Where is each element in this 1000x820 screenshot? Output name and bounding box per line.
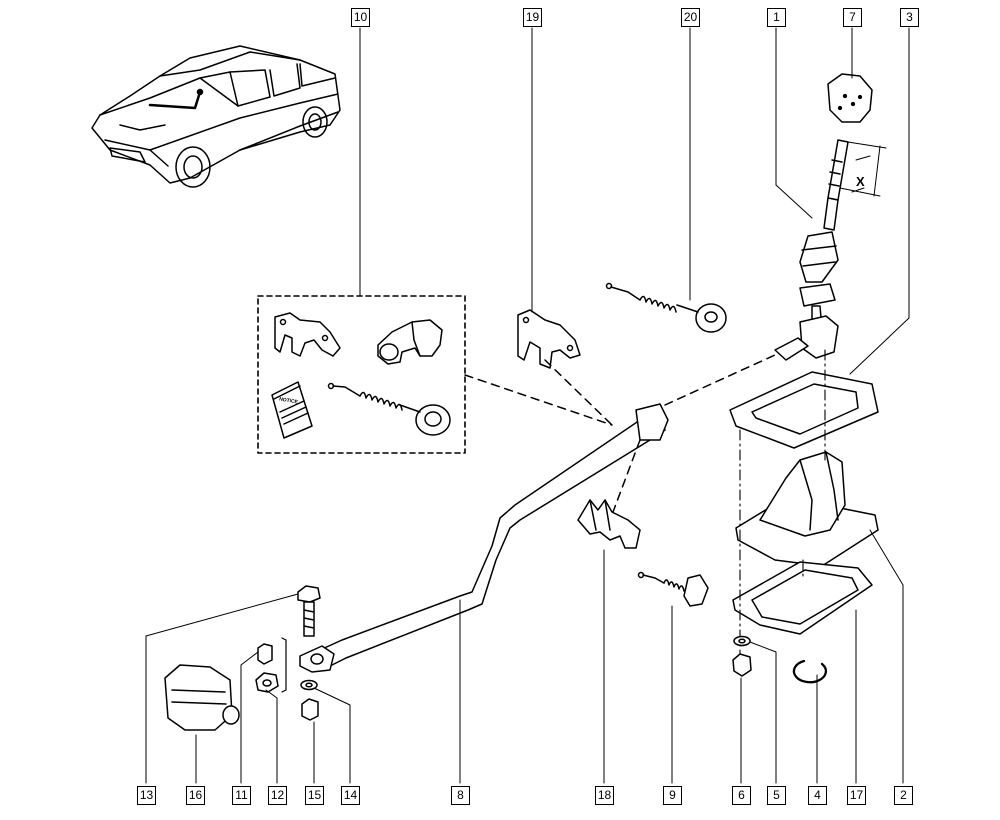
nut-6: [732, 653, 752, 677]
callout-6[interactable]: 6: [732, 786, 751, 805]
rod-to-lever-leader: [664, 354, 776, 406]
part19-leader: [544, 359, 613, 426]
callout-20[interactable]: 20: [681, 8, 700, 27]
callout-14[interactable]: 14: [341, 786, 360, 805]
kit-leader-line: [464, 374, 613, 426]
callout-18[interactable]: 18: [595, 786, 614, 805]
washer-5: [733, 635, 751, 647]
part19-bracket: [517, 309, 581, 369]
gearshift-rod: [299, 403, 669, 673]
callout-16[interactable]: 16: [186, 786, 205, 805]
nut-12: [255, 672, 279, 693]
dimension-x-marker: [839, 141, 887, 197]
part20-spring: [605, 282, 727, 333]
callout-5[interactable]: 5: [767, 786, 786, 805]
nut-11: [257, 643, 273, 665]
circlip-4: [792, 659, 828, 684]
nut-15: [301, 698, 319, 721]
callout-13[interactable]: 13: [137, 786, 156, 805]
gear-lever: [774, 139, 849, 361]
lever-housing: [735, 451, 879, 567]
callout-10[interactable]: 10: [351, 8, 370, 27]
kit-bracket-part: [274, 312, 341, 357]
callout-9[interactable]: 9: [663, 786, 682, 805]
gear-knob: [827, 73, 873, 123]
part9-spring: [637, 571, 709, 607]
callout-1[interactable]: 1: [767, 8, 786, 27]
callout-8[interactable]: 8: [451, 786, 470, 805]
kit-return-spring: [327, 382, 451, 436]
callout-15[interactable]: 15: [305, 786, 324, 805]
callout-3[interactable]: 3: [900, 8, 919, 27]
kit-dashed-box: [257, 295, 466, 454]
callout-11[interactable]: 11: [232, 786, 251, 805]
bracket-line: [281, 637, 287, 693]
kit-clip-part: [377, 319, 443, 365]
callout-19[interactable]: 19: [523, 8, 542, 27]
boot-16: [164, 664, 240, 731]
callout-4[interactable]: 4: [808, 786, 827, 805]
assembly-axis-lines: [739, 349, 826, 666]
base-plate: [732, 561, 873, 635]
bolt-13: [297, 585, 321, 637]
callout-17[interactable]: 17: [847, 786, 866, 805]
car-illustration: [91, 45, 341, 188]
gasket: [729, 371, 879, 449]
part18-bracket: [577, 499, 641, 549]
callout-12[interactable]: 12: [268, 786, 287, 805]
callout-7[interactable]: 7: [843, 8, 862, 27]
kit-notice-booklet: [271, 381, 313, 439]
callout-leader-lines: [145, 27, 910, 784]
rod-to-18-leader: [609, 439, 641, 521]
washer-14: [300, 679, 318, 691]
callout-2[interactable]: 2: [894, 786, 913, 805]
dimension-x-label: X: [856, 174, 865, 189]
